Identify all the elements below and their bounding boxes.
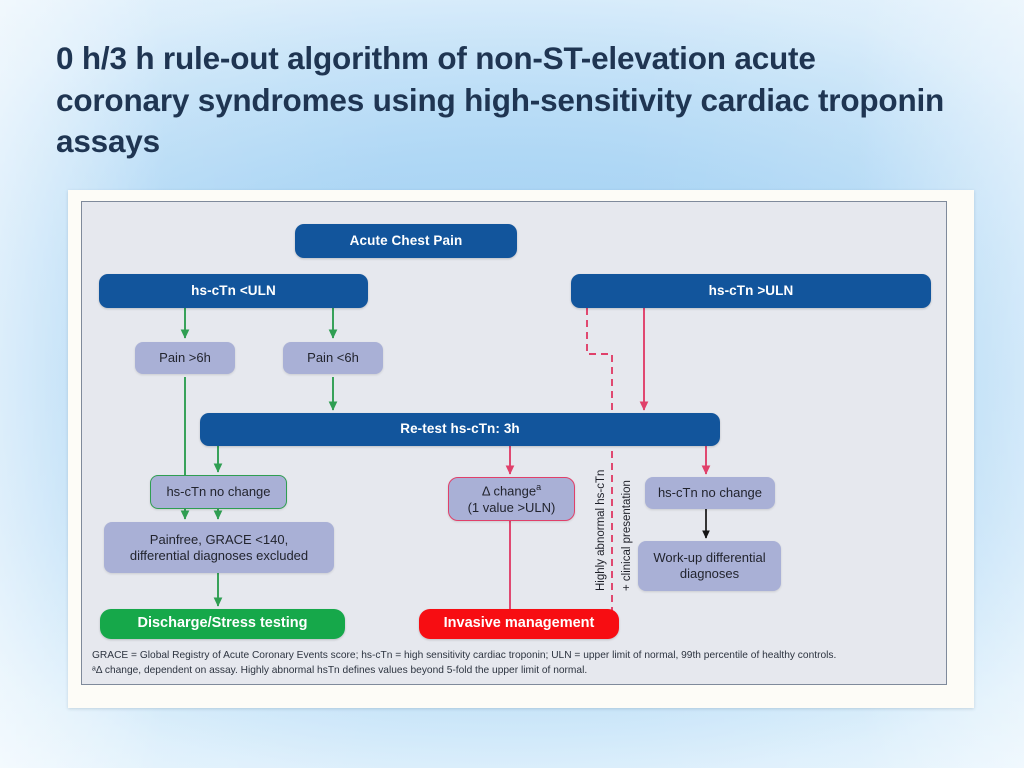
node-painfree-line2: differential diagnoses excluded — [129, 547, 309, 563]
node-delta-change[interactable]: Δ changea (1 value >ULN) — [448, 477, 575, 521]
slide-title: 0 h/3 h rule-out algorithm of non-ST-ele… — [56, 40, 945, 160]
footnote-line-1: GRACE = Global Registry of Acute Coronar… — [92, 649, 837, 661]
node-retest-label: Re-test hs-cTn: 3h — [400, 421, 520, 437]
flowchart-diagram: Acute Chest Pain hs-cTn <ULN hs-cTn >ULN… — [82, 202, 948, 686]
figure-footnote: GRACE = Global Registry of Acute Coronar… — [92, 648, 940, 678]
node-pain-over-6h-label: Pain >6h — [159, 350, 211, 366]
node-painfree-line1: Painfree, GRACE <140, — [149, 531, 289, 547]
node-retest[interactable]: Re-test hs-cTn: 3h — [200, 413, 720, 446]
node-delta-change-line1: Δ changea — [482, 482, 541, 499]
figure-panel: Acute Chest Pain hs-cTn <ULN hs-cTn >ULN… — [81, 201, 947, 685]
node-invasive-label: Invasive management — [443, 615, 595, 632]
node-pain-over-6h[interactable]: Pain >6h — [135, 342, 235, 374]
label-highly-abnormal-hs-ctn: Highly abnormal hs-cTn — [595, 469, 607, 591]
node-acute-chest-pain-label: Acute Chest Pain — [349, 232, 463, 248]
node-acute-chest-pain[interactable]: Acute Chest Pain — [295, 224, 517, 258]
node-hs-ctn-no-change-left-label: hs-cTn no change — [166, 484, 271, 500]
figure-container: Acute Chest Pain hs-cTn <ULN hs-cTn >ULN… — [68, 190, 974, 708]
footnote-line-2: ᵃΔ change, dependent on assay. Highly ab… — [92, 664, 588, 676]
node-hs-ctn-no-change-right-label: hs-cTn no change — [657, 485, 763, 501]
node-hs-ctn-below-uln[interactable]: hs-cTn <ULN — [99, 274, 368, 308]
node-delta-change-line2: (1 value >ULN) — [467, 499, 556, 515]
node-hs-ctn-no-change-right[interactable]: hs-cTn no change — [645, 477, 775, 509]
node-workup-differential[interactable]: Work-up differential diagnoses — [638, 541, 781, 591]
delta-change-text: Δ change — [481, 483, 537, 499]
node-pain-under-6h-label: Pain <6h — [307, 350, 359, 366]
node-hs-ctn-no-change-left[interactable]: hs-cTn no change — [150, 475, 287, 509]
node-invasive-management[interactable]: Invasive management — [419, 609, 619, 639]
node-hs-ctn-above-uln[interactable]: hs-cTn >ULN — [571, 274, 931, 308]
node-pain-under-6h[interactable]: Pain <6h — [283, 342, 383, 374]
node-workup-line2: diagnoses — [679, 566, 740, 581]
node-hs-ctn-above-uln-label: hs-cTn >ULN — [708, 282, 794, 298]
node-workup-line1: Work-up differential — [653, 550, 766, 566]
delta-change-superscript: a — [536, 482, 542, 493]
node-hs-ctn-below-uln-label: hs-cTn <ULN — [191, 282, 276, 298]
label-clinical-presentation: + clinical presentation — [621, 480, 633, 591]
node-discharge-stress-testing[interactable]: Discharge/Stress testing — [100, 609, 345, 639]
node-painfree-grace[interactable]: Painfree, GRACE <140, differential diagn… — [104, 522, 334, 573]
node-discharge-label: Discharge/Stress testing — [137, 615, 308, 632]
